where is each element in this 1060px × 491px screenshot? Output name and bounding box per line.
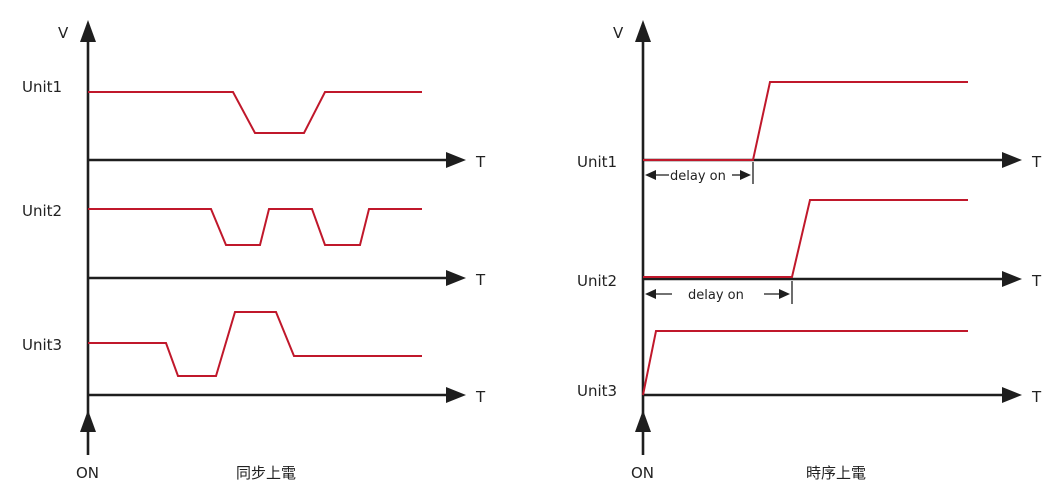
right-unit3-signal [642, 330, 968, 396]
left-unit1-label: Unit1 [22, 78, 62, 96]
right-unit2-label: Unit2 [577, 272, 617, 290]
right-t-arrow-3 [1002, 387, 1022, 403]
left-on-label: ON [76, 464, 99, 482]
right-t-label-1: T [1031, 153, 1042, 171]
left-v-label: V [58, 24, 69, 42]
right-t-label-2: T [1031, 272, 1042, 290]
right-delay1-arrow-left [645, 170, 656, 180]
right-t-arrow-1 [1002, 152, 1022, 168]
left-unit2-label: Unit2 [22, 202, 62, 220]
right-t-label-3: T [1031, 388, 1042, 406]
left-t-arrow-3 [446, 387, 466, 403]
right-delay2-arrow-right [779, 289, 790, 299]
left-unit3-signal [88, 311, 422, 377]
left-t-arrow-1 [446, 152, 466, 168]
right-v-label: V [613, 24, 624, 42]
right-delay2-label: delay on [688, 288, 744, 303]
right-on-label: ON [631, 464, 654, 482]
left-t-label-1: T [475, 153, 486, 171]
right-unit1-signal [643, 81, 968, 161]
left-t-arrow-2 [446, 270, 466, 286]
left-unit3-label: Unit3 [22, 336, 62, 354]
right-delay2-arrow-left [645, 289, 656, 299]
right-unit1-label: Unit1 [577, 153, 617, 171]
right-t-arrow-2 [1002, 271, 1022, 287]
left-t-label-3: T [475, 388, 486, 406]
left-diagram: V ON 同步上電 Unit1 T Unit2 T Unit3 T [22, 20, 486, 482]
left-on-arrow-up [80, 410, 96, 432]
left-unit1-signal [88, 91, 422, 134]
right-on-arrow-up [635, 410, 651, 432]
left-caption: 同步上電 [236, 464, 296, 482]
right-delay1-label: delay on [670, 169, 726, 184]
right-caption: 時序上電 [806, 464, 866, 482]
right-delay1-arrow-right [740, 170, 751, 180]
right-v-axis-arrow-up [635, 20, 651, 42]
left-v-axis-arrow-up [80, 20, 96, 42]
left-unit2-signal [88, 208, 422, 246]
right-diagram: V ON 時序上電 Unit1 T delay on Unit2 T delay… [577, 20, 1042, 482]
right-unit2-signal [643, 199, 968, 278]
left-t-label-2: T [475, 271, 486, 289]
right-unit3-label: Unit3 [577, 382, 617, 400]
